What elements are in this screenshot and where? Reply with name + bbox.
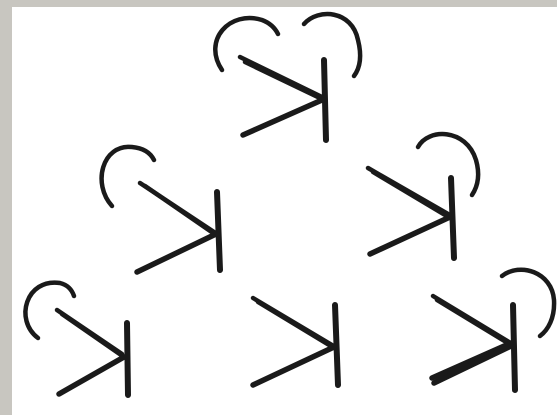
symbol-k-s5 — [253, 298, 338, 385]
arc-mark — [418, 134, 478, 195]
upper-stroke — [245, 62, 324, 100]
symbol-k-s1 — [215, 14, 360, 140]
symbol-k-s6 — [432, 270, 554, 390]
arc-mark — [304, 14, 360, 76]
upper-stroke — [62, 314, 124, 357]
upper-stroke — [258, 302, 334, 348]
symbol-k-s2 — [102, 147, 220, 272]
lower-stroke — [432, 343, 511, 378]
vertical-bar — [217, 192, 220, 270]
upper-stroke — [437, 300, 511, 345]
arc-mark — [502, 270, 554, 336]
lower-stroke — [243, 100, 322, 135]
lower-stroke — [137, 234, 216, 272]
lower-stroke — [253, 347, 334, 385]
vertical-bar — [127, 323, 128, 395]
lower-stroke — [59, 357, 124, 394]
arc-mark — [102, 147, 154, 206]
arc-mark — [25, 283, 74, 338]
upper-stroke — [145, 186, 216, 235]
lower-stroke — [434, 346, 511, 383]
lower-stroke — [370, 217, 450, 254]
symbol-k-s4 — [25, 283, 128, 395]
symbol-k-s3 — [368, 134, 478, 258]
upper-stroke — [373, 172, 450, 218]
